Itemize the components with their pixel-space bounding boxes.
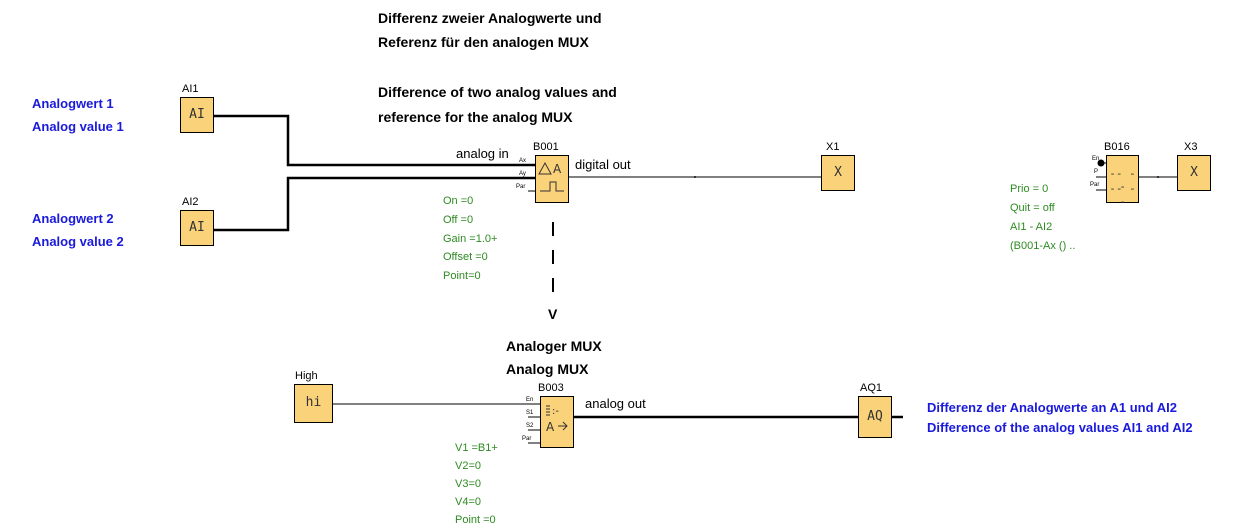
b016-block[interactable]: -- -- -- -- [1106, 155, 1139, 208]
aq1-block-name: AQ1 [860, 382, 883, 394]
digital-out-label: digital out [575, 157, 631, 172]
reference-arrow-label: V [548, 306, 558, 322]
analog-in-label: analog in [456, 146, 509, 161]
b016-param-text: AI1 - AI2 [1010, 221, 1053, 233]
note-de-line1: Differenz zweier Analogwerte und [378, 10, 602, 26]
b001-block[interactable]: A [535, 155, 569, 203]
b003-block-name: B003 [538, 382, 564, 394]
x3-block[interactable]: X [1177, 155, 1211, 191]
b003-pin-s2: S2 [526, 423, 534, 429]
b016-en-dot [1097, 159, 1105, 167]
b001-param-gain: Gain =1.0+ [443, 233, 498, 245]
b003-param-point: Point =0 [455, 514, 496, 526]
ai1-label-en: Analog value 1 [32, 119, 124, 134]
ai1-label-de: Analogwert 1 [32, 96, 114, 111]
wire-dot [694, 176, 696, 178]
ai2-block[interactable]: AI [180, 210, 214, 246]
b016-pin-par: Par [1090, 182, 1100, 188]
b016-pin-p: P [1094, 169, 1099, 175]
b016-symbol-bottom: -- -- [1109, 182, 1136, 208]
b016-param-prio: Prio = 0 [1010, 183, 1049, 195]
b016-block-name: B016 [1104, 141, 1130, 153]
ai1-symbol: AI [189, 107, 205, 122]
svg-text:A: A [546, 420, 555, 434]
note-en-line1: Difference of two analog values and [378, 84, 617, 100]
b003-param-v3: V3=0 [455, 478, 481, 490]
b001-param-offset: Offset =0 [443, 251, 488, 263]
b003-pin-en: En [526, 397, 534, 403]
wire-ai1-to-b001 [213, 114, 535, 167]
b001-pin-ay: Ay [519, 171, 526, 177]
mux-note-en: Analog MUX [506, 361, 589, 377]
note-en-line2: reference for the analog MUX [378, 109, 573, 125]
b016-param-ref: (B001-Ax () .. [1010, 240, 1076, 252]
aq1-block[interactable]: AQ [858, 396, 892, 438]
ai2-symbol: AI [189, 220, 205, 235]
x3-symbol: X [1190, 165, 1198, 180]
b016-symbol-top: -- -- [1109, 167, 1136, 193]
high-block[interactable]: hi [294, 384, 333, 423]
b003-param-v1: V1 =B1+ [455, 442, 498, 454]
x1-block-name: X1 [826, 141, 840, 153]
b001-pin-ax: Ax [519, 158, 527, 164]
output-label-de: Differenz der Analogwerte an A1 und AI2 [927, 400, 1177, 415]
ai1-block[interactable]: AI [180, 97, 214, 133]
analog-threshold-icon: A [538, 161, 564, 192]
b001-param-on: On =0 [443, 195, 474, 207]
analog-mux-icon: :- A [546, 405, 568, 434]
b001-pin-par: Par [516, 184, 526, 190]
ai2-label-de: Analogwert 2 [32, 211, 114, 226]
ai2-block-name: AI2 [182, 196, 199, 208]
note-de-line2: Referenz für den analogen MUX [378, 34, 589, 50]
b003-pin-s1: S1 [526, 410, 534, 416]
high-symbol: hi [305, 395, 322, 410]
b016-pin-en: En [1092, 156, 1100, 162]
b003-param-v2: V2=0 [455, 460, 481, 472]
aq1-symbol: AQ [867, 409, 883, 424]
x3-block-name: X3 [1184, 141, 1198, 153]
ai2-label-en: Analog value 2 [32, 234, 124, 249]
mux-note-de: Analoger MUX [506, 338, 602, 354]
b003-pin-par: Par [522, 436, 532, 442]
analog-out-label: analog out [585, 396, 646, 411]
svg-text:A: A [553, 162, 562, 176]
b001-param-off: Off =0 [443, 214, 474, 226]
x1-block[interactable]: X [821, 155, 855, 191]
b003-block[interactable]: :- A [540, 396, 574, 448]
wire-dot [1157, 176, 1159, 178]
x1-symbol: X [834, 165, 842, 180]
b001-param-point: Point=0 [443, 270, 481, 282]
wire-ai2-to-b001 [213, 176, 535, 232]
output-label-en: Difference of the analog values AI1 and … [927, 420, 1193, 435]
ai1-block-name: AI1 [182, 83, 199, 95]
high-block-name: High [295, 370, 318, 382]
b001-block-name: B001 [533, 141, 559, 153]
svg-text::-: :- [552, 406, 559, 417]
b003-param-v4: V4=0 [455, 496, 481, 508]
b016-param-quit: Quit = off [1010, 202, 1055, 214]
